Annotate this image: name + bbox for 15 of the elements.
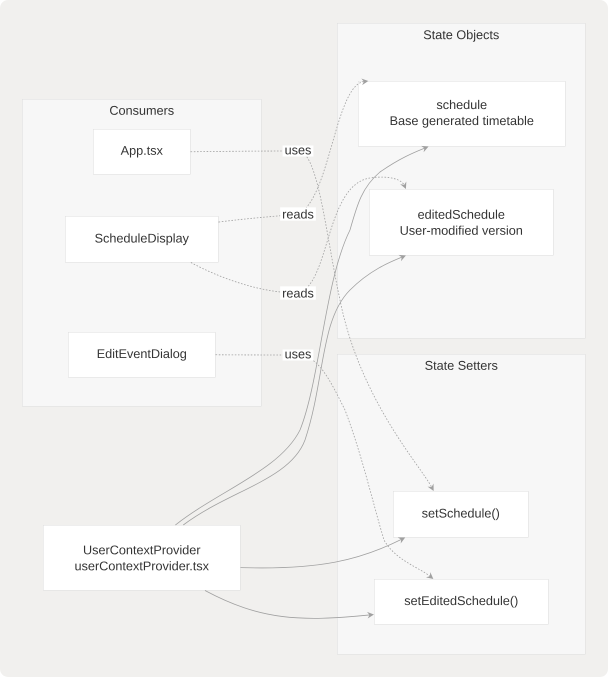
arrow (190, 150, 434, 491)
edge-label: reads (280, 207, 316, 221)
edge-label: uses (282, 146, 314, 156)
process-box: editedSchedule User-modified version (369, 189, 554, 256)
process-box: App.tsx (93, 129, 191, 175)
process-box: schedule Base generated timetable (358, 81, 566, 147)
arrow (190, 176, 406, 294)
process-box: ScheduleDisplay (65, 216, 219, 263)
process-box: EditEventDialog (68, 332, 216, 378)
edge-label: uses (282, 350, 314, 360)
edge-label: reads (280, 286, 316, 300)
process-box: setSchedule() (393, 491, 529, 538)
process-box: setEditedSchedule() (374, 579, 549, 625)
process-box: UserContextProvider userContextProvider.tsx (43, 525, 241, 591)
arrow (215, 354, 434, 579)
